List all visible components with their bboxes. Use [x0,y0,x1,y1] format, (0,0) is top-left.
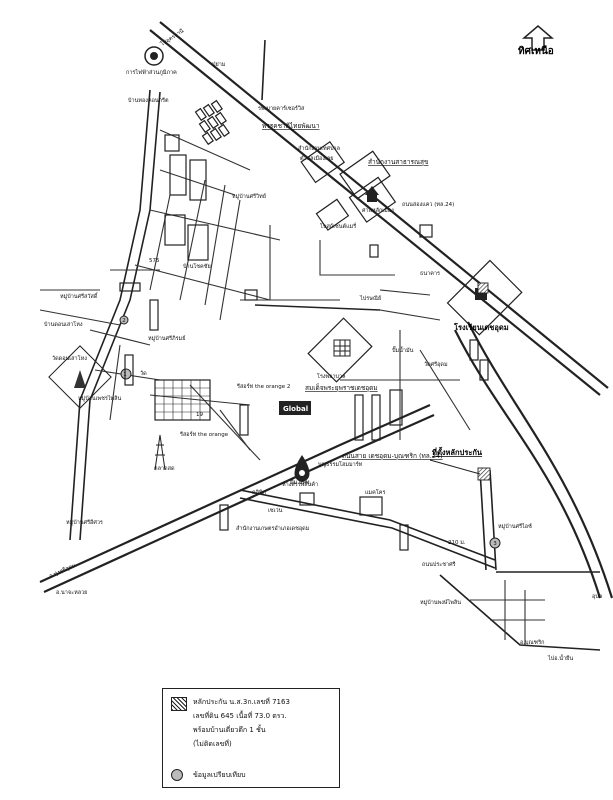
label-health-office: สำนักงานสาธารณสุข [368,158,428,166]
north-arrow-icon [521,25,555,51]
label-muban-petch: หมู่บ้านเพชรไพลิน [78,395,122,402]
label-mall: ห้างสรรพสินค้า [282,481,318,488]
label-ban-nongkhon: บ้านทองคอนกรีต [128,97,169,104]
comparison-point-1 [120,368,132,380]
label-dest-bottom2: ไปอ.น้ำยืน [547,654,573,662]
legend-circle-label: ข้อมูลเปรียบเทียบ [193,771,246,779]
label-resort-orange2: รีสอร์ท the orange 2 [236,383,290,390]
label-ptt: ปั๊ม ปตท. [290,478,312,486]
label-resort-orange: รีสอร์ท the orange [179,431,229,438]
label-distance: 210 ม. [448,540,466,546]
label-municipality2: ตำบลเมืองเลย [300,155,334,162]
label-gas: ปั๊มน้ำมัน [392,346,414,354]
label-tax-office: สำนักงานเกษตรอำเภอเดชอุดม [236,525,310,532]
label-bank: ธนาคาร [420,270,440,277]
legend-line-2: เลขที่ดิน 645 เนื้อที่ 73.0 ตรว. [193,712,287,720]
label-muban-sri3: หมู่บ้านศรีไอซ์ [498,523,532,530]
label-global: Global [283,405,308,413]
highway-main [149,29,601,396]
label-makro: แมคโคร [365,488,385,496]
label-party: พรรคชาติไทยพัฒนา [262,122,320,130]
highway-south [454,329,602,599]
label-dest-right: อุบล [592,594,602,600]
label-hospital3: สมเด็จพระยุพราชเดชอุดม [305,383,378,392]
label-temple-right: วัดศรีอุดม [424,361,448,368]
legend-line-4: (ไม่ติดเลขที่) [193,740,232,748]
label-road-24: ถนนสองแคว (ทล.24) [402,201,454,208]
power-office-icon [144,46,164,66]
housing-cluster-north [194,99,230,146]
label-muban-bottom: หมู่บ้านพงษ์ไพลิน [420,599,461,606]
label-ban-don: บ้านดอนเสาโหง [44,320,83,328]
label-dest-left2: อ.นาจะหลวย [56,590,87,596]
label-market: ตลาดสด [154,465,175,472]
label-num-2: 2 [122,318,126,324]
label-bukkhon: บุญธรรมโฮมมาร์ท [318,460,363,468]
tower-icon [154,434,166,471]
label-hospital2: โรงพยาบาล [317,372,345,380]
label-num-1: 1 [123,372,127,378]
legend-line-1: หลักประกัน น.ส.3ก.เลขที่ 7163 [193,698,290,706]
label-temple-small: วัด [140,370,147,377]
label-shrine: ศาลหลักเมือง [362,207,394,214]
label-seven: เซเว่น [268,507,283,514]
label-road-bottom: ถนนประชาศรี [422,561,456,568]
label-school: โรงเรียนเดชอุดม [453,322,509,332]
legend-line-3: พร้อมบ้านเดี่ยวตึก 1 ชั้น [193,726,266,734]
label-19: 19 [196,412,203,418]
label-muban-resort: หมู่บ้านศรีวิทย์ [232,193,266,200]
label-hospital-car: รพ.มายคาร์เซอร์วิส [258,105,305,112]
label-post: ไปรษณีย์ [359,295,381,302]
label-575: 575 [149,258,160,264]
legend-circle-swatch [171,769,183,781]
label-num-3: 3 [493,541,497,547]
north-label: ทิศเหนือ [518,46,554,57]
label-target: ที่ตั้งหลักประกัน [432,446,483,457]
comparison-point-2 [119,315,129,325]
comparison-point-3 [489,537,501,549]
housing-grid-petchpailin [154,379,211,421]
school-building [446,259,523,336]
shrine-icon [365,186,379,202]
label-puyma: ปู่ย่าม [212,61,226,68]
label-dest-bottom: อ.บุณฑริก [520,639,545,646]
target-property-marker [477,467,491,481]
label-church: โบสถ์เซนต์แมรี่ [320,222,356,230]
label-ban-chokchai: บ้านโชคชัย [183,262,211,270]
label-muban-electric: หมู่บ้านศรีอีศวร [66,519,103,526]
label-muban-sri2: หมู่บ้านศรีภิรมย์ [148,335,185,342]
label-dest-left: อ.ทุ่งศรีอุดม [48,562,77,580]
label-muban-sri: หมู่บ้านศรีสวัสดิ์ [60,292,99,300]
road-prachasri [239,489,496,561]
label-power-office: การไฟฟ้าส่วนภูมิภาค [126,69,177,76]
legend: หลักประกัน น.ส.3ก.เลขที่ 7163 เลขที่ดิน … [162,688,340,788]
temple-icon [48,345,112,409]
label-road-name: ถนนสาย เดชอุดม-บุณฑริก (ทล.24) [342,452,443,460]
global-sign [279,401,311,415]
label-wat: วัดดอนเสาโหง [52,354,87,362]
hospital-building [307,317,373,383]
legend-hatch-swatch [171,697,187,711]
label-municipality: สำนักงานเทศบาล [298,145,340,152]
label-clinic: คลินิก [252,489,266,496]
road-west [69,89,151,541]
ptt-drop-icon [294,455,310,482]
